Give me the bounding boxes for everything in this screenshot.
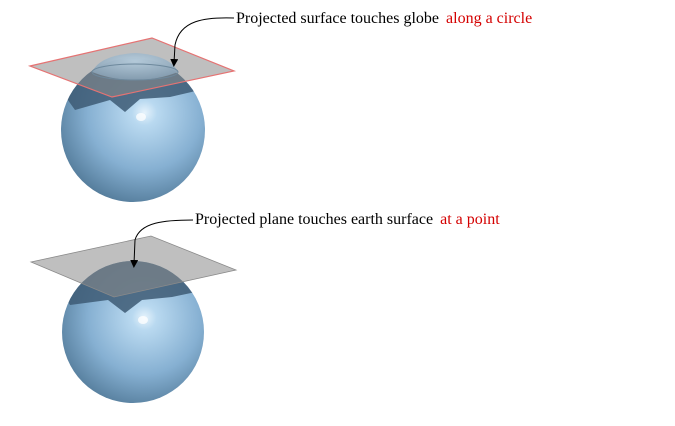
caption-top: Projected surface touches globe along a c… — [236, 11, 532, 27]
figure-top — [27, 17, 237, 202]
caption-bottom-main: Projected plane touches earth surface — [195, 211, 434, 228]
globe-highlight — [136, 113, 146, 121]
tangent-plane — [29, 235, 238, 298]
globe-cap — [92, 53, 178, 80]
curved-arrow-icon — [170, 17, 235, 67]
caption-bottom-highlight: at a point — [440, 211, 500, 228]
figure-bottom — [29, 219, 238, 403]
tangent-circle — [91, 63, 179, 81]
curved-arrow-icon — [130, 219, 194, 268]
caption-top-main: Projected surface touches globe — [236, 10, 440, 27]
globe-highlight-2 — [138, 316, 148, 324]
caption-top-highlight: along a circle — [446, 10, 533, 27]
caption-bottom: Projected plane touches earth surface at … — [195, 212, 500, 228]
